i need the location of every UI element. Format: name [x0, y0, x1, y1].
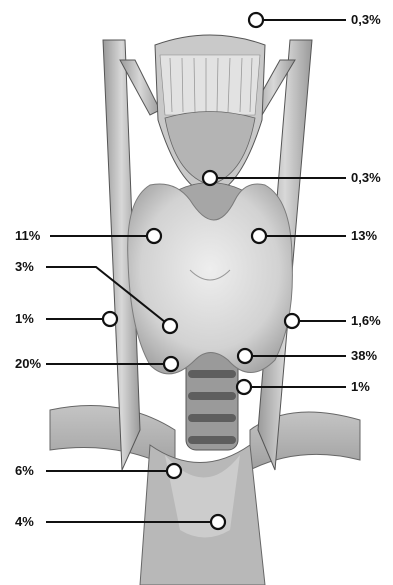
marker-tracheal-right — [237, 380, 251, 394]
marker-upper-right — [252, 229, 266, 243]
marker-upper-left — [147, 229, 161, 243]
label-top-right: 0,3% — [351, 13, 381, 26]
marker-mediastinal-left — [167, 464, 181, 478]
marker-lateral-left — [103, 312, 117, 326]
label-lateral-left: 1% — [15, 312, 34, 325]
label-upper-left: 11% — [15, 229, 40, 242]
marker-lateral-right — [285, 314, 299, 328]
label-mediastinal-bottom: 4% — [15, 515, 34, 528]
label-lateral-right: 1,6% — [351, 314, 381, 327]
marker-top-right — [249, 13, 263, 27]
marker-lower-left — [164, 357, 178, 371]
label-upper-right: 13% — [351, 229, 377, 242]
label-mediastinal-left: 6% — [15, 464, 34, 477]
label-lower-right: 38% — [351, 349, 377, 362]
marker-pyramidal-right — [203, 171, 217, 185]
label-pyramidal-right: 0,3% — [351, 171, 381, 184]
label-tracheal-right: 1% — [351, 380, 370, 393]
marker-mid-left — [163, 319, 177, 333]
marker-lower-right — [238, 349, 252, 363]
marker-mediastinal-bottom — [211, 515, 225, 529]
label-mid-left: 3% — [15, 260, 34, 273]
label-lower-left: 20% — [15, 357, 41, 370]
